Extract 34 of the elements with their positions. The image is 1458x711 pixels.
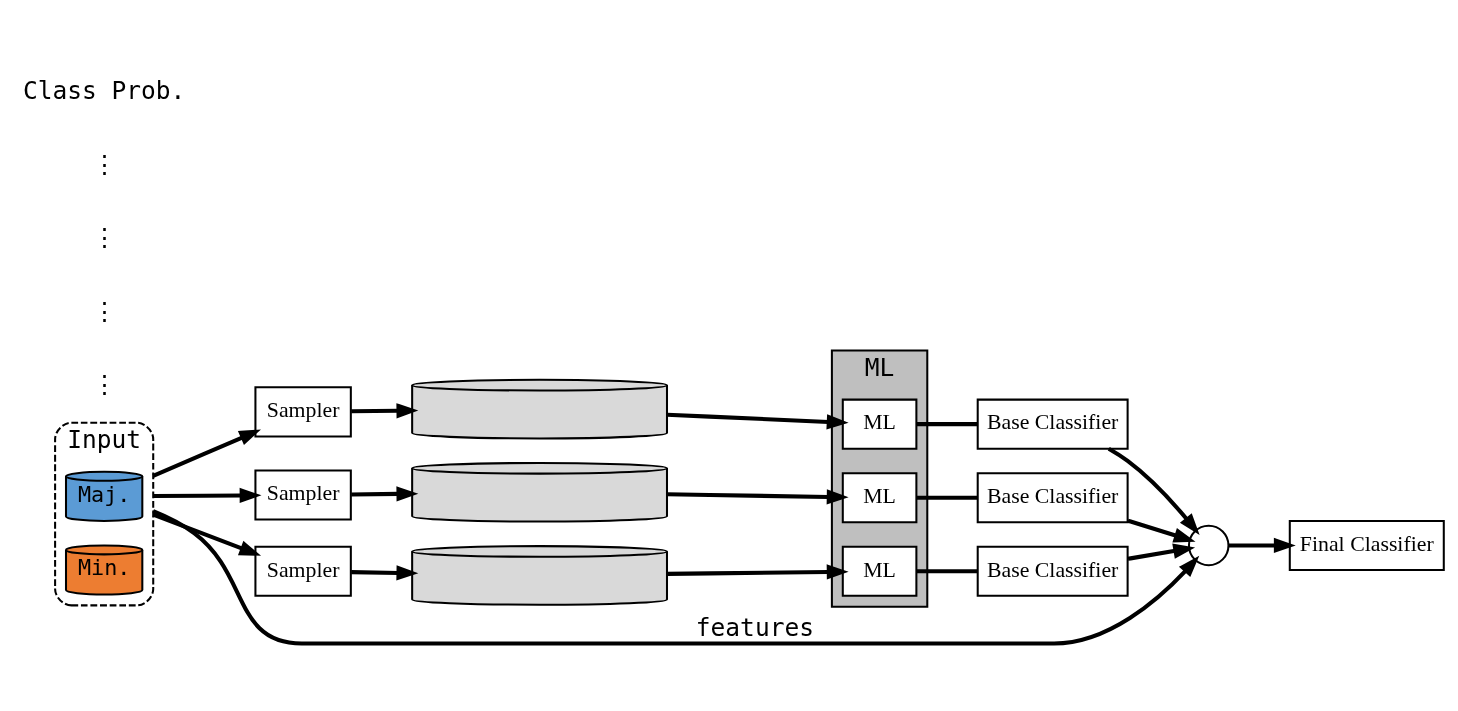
arrow <box>666 488 849 505</box>
arrow <box>152 512 262 556</box>
node-circle <box>1187 524 1230 566</box>
arrow <box>1228 537 1296 553</box>
arrow <box>1127 518 1196 543</box>
arrow <box>1107 446 1200 535</box>
edge-label: features <box>695 612 814 642</box>
label: ⋮ <box>91 149 117 179</box>
node-box: ML <box>841 471 918 523</box>
label: ⋮ <box>91 369 117 399</box>
label: ⋮ <box>91 222 117 252</box>
arrow <box>351 485 419 502</box>
label: Class Prob. <box>22 75 186 105</box>
node-box: Sampler <box>254 385 352 437</box>
arrow <box>666 412 849 429</box>
node-box: ML <box>841 545 918 597</box>
connector <box>916 421 978 426</box>
arrow <box>351 402 419 418</box>
node-box: Base Classifier <box>976 545 1129 597</box>
connector <box>916 495 978 500</box>
arrow <box>153 487 262 503</box>
label: ⋮ <box>91 296 117 326</box>
node-box: Final Classifier <box>1288 519 1445 571</box>
node-box: ML <box>841 398 918 450</box>
connector <box>916 568 978 573</box>
arrow <box>1127 543 1196 561</box>
node-box: Sampler <box>254 545 352 597</box>
arrow <box>152 428 261 478</box>
node-box: Base Classifier <box>976 471 1129 523</box>
arrow <box>152 508 1200 646</box>
arrow <box>351 564 419 581</box>
node-box: Base Classifier <box>976 398 1129 450</box>
node-box: Sampler <box>254 468 352 521</box>
arrow <box>667 563 849 580</box>
